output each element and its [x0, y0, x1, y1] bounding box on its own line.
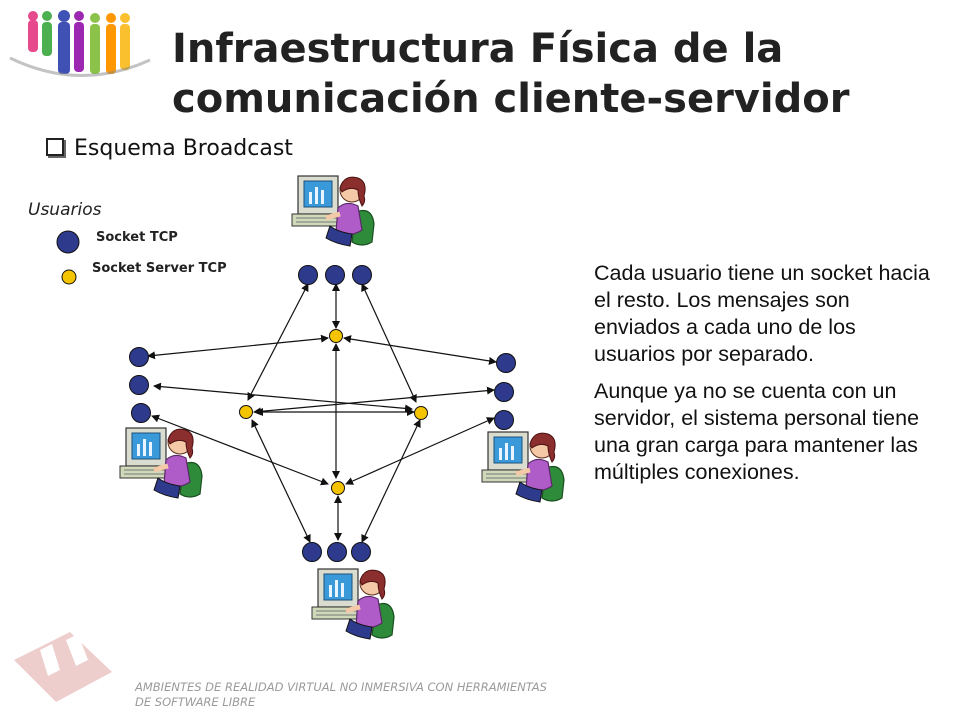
title-line-2: comunicación cliente-servidor: [172, 76, 850, 122]
legend-server-swatch: [61, 269, 77, 285]
socket-server-node: [329, 329, 343, 343]
legend-server-label: Socket Server TCP: [92, 261, 227, 276]
socket-tcp-group: [56, 230, 516, 562]
socket-tcp-node: [352, 265, 372, 285]
socket-tcp-node: [302, 542, 322, 562]
socket-tcp-node: [129, 347, 149, 367]
legend-tcp-swatch: [56, 230, 80, 254]
watermark-logo-icon: [14, 632, 112, 702]
legend-tcp-label: Socket TCP: [96, 230, 178, 245]
socket-server-node: [331, 481, 345, 495]
title-line-1: Infraestructura Física de la: [172, 26, 784, 72]
socket-tcp-node: [494, 410, 514, 430]
socket-tcp-node: [298, 265, 318, 285]
logo-icon: [9, 10, 151, 77]
user-top-icon: [292, 176, 374, 246]
socket-tcp-node: [325, 265, 345, 285]
connection-arrows: [147, 283, 497, 543]
bullet-text: Esquema Broadcast: [74, 136, 293, 161]
user-bottom-icon: [312, 569, 394, 639]
description-paragraph-1: Cada usuario tiene un socket hacia el re…: [594, 261, 930, 366]
legend-title: Usuarios: [28, 200, 102, 220]
socket-server-group: [61, 269, 428, 495]
socket-tcp-node: [131, 403, 151, 423]
socket-server-node: [239, 405, 253, 419]
user-right-icon: [482, 432, 564, 502]
bullet-heading: Esquema Broadcast: [46, 136, 293, 161]
footer-line-2: DE SOFTWARE LIBRE: [135, 695, 256, 709]
socket-tcp-node: [494, 382, 514, 402]
description: Cada usuario tiene un socket hacia el re…: [594, 260, 934, 496]
socket-tcp-node: [496, 353, 516, 373]
page-title: Infraestructura Física de la comunicació…: [172, 24, 942, 124]
socket-tcp-node: [351, 542, 371, 562]
socket-tcp-node: [129, 375, 149, 395]
socket-server-node: [414, 406, 428, 420]
checkbox-bullet-icon: [46, 138, 64, 156]
description-paragraph-2: Aunque ya no se cuenta con un servidor, …: [594, 379, 920, 484]
socket-tcp-node: [327, 542, 347, 562]
footer-line-1: AMBIENTES DE REALIDAD VIRTUAL NO INMERSI…: [135, 680, 547, 694]
user-left-icon: [120, 428, 202, 498]
footer: AMBIENTES DE REALIDAD VIRTUAL NO INMERSI…: [135, 680, 655, 710]
